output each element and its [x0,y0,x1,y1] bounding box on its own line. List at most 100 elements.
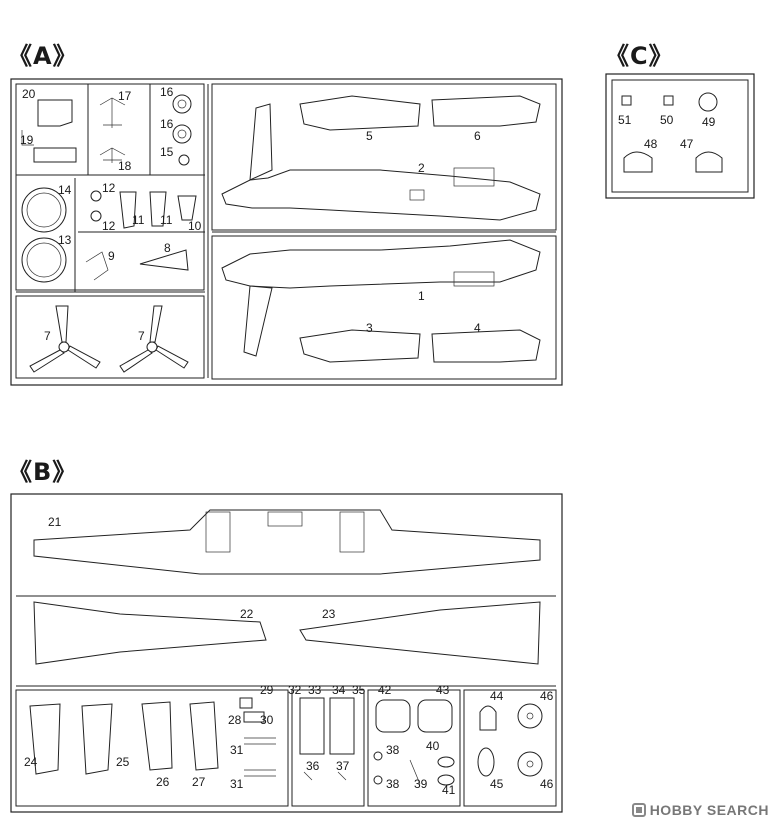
label-part-51: 51 [618,113,632,127]
label-part-31b: 31 [230,777,244,791]
hobby-search-logo-icon [631,803,646,817]
part-43 [417,699,453,733]
part-34 [329,697,355,755]
label-part-24: 24 [24,755,38,769]
label-part-46b: 46 [540,777,554,791]
tree-b-title: 《B》 [8,458,78,486]
part-14 [21,187,67,233]
part-4 [431,329,541,363]
label-part-12b: 12 [102,219,116,233]
label-part-7b: 7 [138,329,145,343]
part-27 [189,701,219,771]
part-19 [33,147,77,163]
part-25 [81,703,113,775]
label-part-16a: 16 [160,85,174,99]
part-26 [141,701,173,771]
sprue-c-frame [605,73,755,199]
part-31b [244,769,276,777]
label-part-14: 14 [58,183,72,197]
label-part-20: 20 [22,87,36,101]
label-part-50: 50 [660,113,674,127]
part-51 [621,95,632,106]
sprue-b-frame [10,493,563,813]
part-31a [244,737,276,745]
label-part-30: 30 [260,713,274,727]
label-part-9: 9 [108,249,115,263]
part-11b [149,191,167,227]
label-part-47: 47 [680,137,694,151]
part-10 [177,195,197,221]
label-part-33: 33 [308,683,322,697]
label-part-11a: 11 [132,213,145,227]
part-7a [29,305,101,373]
label-part-2: 2 [418,161,425,175]
label-part-10: 10 [188,219,202,233]
part-46b [517,751,543,777]
part-46a [517,703,543,729]
part-45 [477,747,495,777]
part-38b [373,775,383,785]
label-part-38b: 38 [386,777,400,791]
part-24 [29,703,61,775]
part-9 [85,251,109,281]
part-42 [375,699,411,733]
label-part-31a: 31 [230,743,244,757]
label-part-49: 49 [702,115,716,129]
watermark: HOBBY SEARCH [631,802,769,818]
label-part-4: 4 [474,321,481,335]
part-13 [21,237,67,283]
part-20 [37,99,73,127]
part-36 [303,771,347,781]
label-part-41: 41 [442,783,456,797]
part-2 [221,103,541,221]
part-47 [695,151,723,173]
label-part-39: 39 [414,777,428,791]
label-part-37: 37 [336,759,350,773]
part-12b [90,210,102,222]
sprue-b [10,493,563,813]
part-44 [479,705,497,731]
label-part-40: 40 [426,739,440,753]
label-part-7a: 7 [44,329,51,343]
label-part-25: 25 [116,755,130,769]
label-part-8: 8 [164,241,171,255]
label-part-42: 42 [378,683,392,697]
label-part-45: 45 [490,777,504,791]
part-5 [299,95,421,131]
part-41 [437,774,455,786]
tree-a-title: 《A》 [8,42,78,70]
part-6 [431,95,541,127]
label-part-21: 21 [48,515,62,529]
label-part-44: 44 [490,689,504,703]
part-21 [33,509,541,575]
sprue-c [605,73,755,199]
part-38a [373,751,383,761]
part-1 [221,239,541,357]
part-16a [172,94,192,114]
label-part-26: 26 [156,775,170,789]
part-8 [139,249,189,271]
part-18 [99,147,126,163]
part-23 [299,601,541,665]
sprue-a [10,78,563,386]
label-part-3: 3 [366,321,373,335]
label-part-48: 48 [644,137,658,151]
label-part-6: 6 [474,129,481,143]
part-32 [299,697,325,755]
part-17 [99,97,126,128]
label-part-11b: 11 [160,213,173,227]
label-part-34: 34 [332,683,346,697]
label-part-17: 17 [118,89,132,103]
label-part-43: 43 [436,683,450,697]
label-part-27: 27 [192,775,206,789]
part-49 [698,92,718,112]
tree-c-title: 《C》 [605,42,674,70]
sprue-a-frame [10,78,563,386]
part-22 [33,601,267,665]
label-part-19: 19 [20,133,34,147]
part-3 [299,329,421,363]
part-11a [119,191,137,229]
part-28 [243,711,265,723]
label-part-12a: 12 [102,181,116,195]
part-29 [239,697,253,709]
